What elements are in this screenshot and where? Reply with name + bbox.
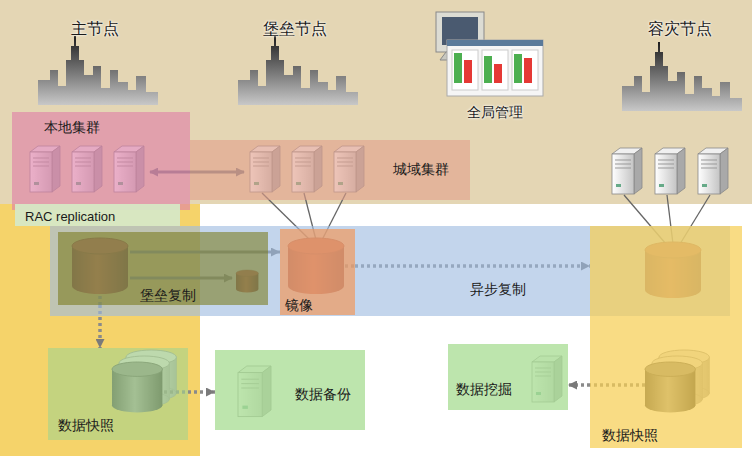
city-skyline [238,36,358,105]
server-group [698,148,728,194]
monitor-icon [494,64,502,83]
monitor-icon [436,12,543,96]
server-group [655,148,685,194]
flow-arrow [188,390,215,394]
monitor-icon [447,40,543,96]
region-label: 堡垒复制 [140,287,196,303]
monitor-icon [524,58,532,83]
region-label: 镜像 [285,297,313,313]
region-label: 数据快照 [602,427,658,443]
region-box: 镜像 [280,229,355,315]
region-label: 本地集群 [44,119,100,135]
monitor-icon [514,54,522,83]
monitor-icon [454,53,462,83]
label-holder: 容灾节点 [648,20,712,38]
server-group [612,148,642,194]
region-label: 数据快照 [58,417,114,433]
site-title: 堡垒节点 [263,20,327,38]
region-box: RAC replication [15,204,180,226]
region-box: 数据挖掘 [448,344,568,410]
label-holder: 堡垒节点 [263,20,327,38]
region-box: 数据快照 [48,348,188,440]
monitor-icon [452,50,478,90]
region-box: 城域集群 [190,140,470,200]
city-skyline [622,42,742,111]
site-title: 主节点 [71,20,119,38]
monitor-icon [482,50,508,90]
site-title: 容灾节点 [648,20,712,38]
flow-arrow [568,383,590,387]
monitor-icon [512,50,538,90]
caption: 全局管理 [467,103,523,121]
region-label: RAC replication [25,209,115,225]
monitor-icon [447,40,543,46]
region-box: 数据快照 [590,226,742,448]
region-label: 城域集群 [393,161,449,177]
region-box: 堡垒复制 [58,232,268,305]
monitor-icon [464,60,472,83]
region-label: 异步复制 [470,281,526,297]
monitor-icon [484,56,492,83]
label-holder: 主节点 [71,20,119,38]
region-box: 数据备份 [215,350,365,430]
city-skyline [38,36,158,105]
label-holder: 全局管理 [467,103,523,121]
region-box: 本地集群 [12,112,190,210]
region-label: 数据备份 [295,386,351,402]
region-label: 数据挖掘 [456,381,512,397]
